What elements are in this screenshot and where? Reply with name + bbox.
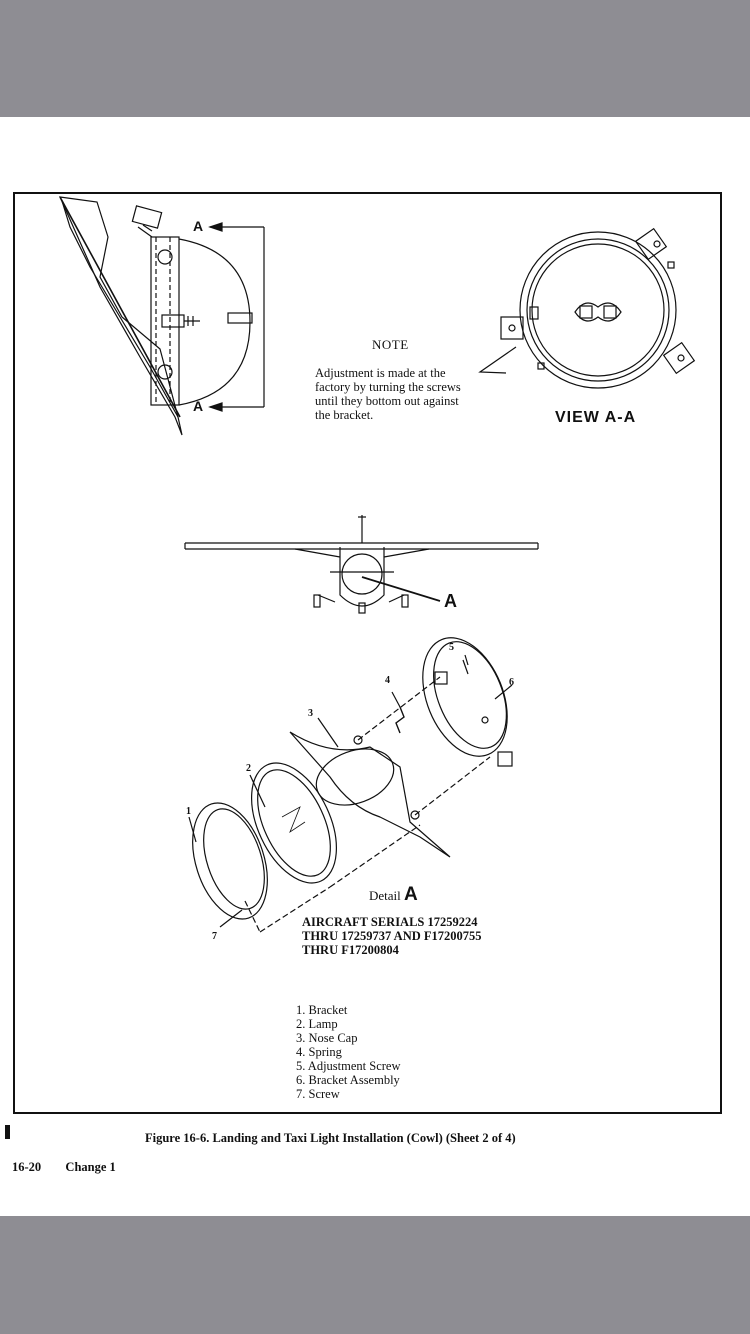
detail-letter: A [404, 884, 418, 905]
change-bar [5, 1125, 10, 1139]
section-view-drawing [59, 196, 253, 436]
legend-item: 2. Lamp [296, 1017, 338, 1031]
item-number-1: 1 [186, 806, 191, 817]
section-arrows [208, 222, 265, 412]
manual-page: A A A 1 2 3 4 5 6 7 NOTE Adjustment is m… [0, 117, 750, 1216]
note-title: NOTE [372, 337, 409, 352]
page-footer: 16-20 Change 1 [12, 1160, 116, 1174]
item-number-7: 7 [212, 931, 217, 942]
serial-line: AIRCRAFT SERIALS 17259224 [302, 915, 478, 929]
serial-line: THRU F17200804 [302, 943, 399, 957]
legend-item: 5. Adjustment Screw [296, 1059, 401, 1073]
detail-a-callout: A [444, 591, 457, 611]
airplane-front-view [184, 515, 539, 614]
legend-item: 3. Nose Cap [296, 1031, 358, 1045]
section-a-bottom-label: A [193, 398, 203, 414]
view-aa-label: VIEW A-A [555, 409, 637, 426]
exploded-detail-drawing [188, 637, 513, 933]
item-number-4: 4 [385, 675, 390, 686]
legend-item: 6. Bracket Assembly [296, 1073, 400, 1087]
note-line: Adjustment is made at the [315, 366, 446, 380]
aircraft-serials: AIRCRAFT SERIALS 17259224 THRU 17259737 … [302, 915, 482, 957]
change-label: Change 1 [65, 1160, 116, 1174]
note-body: Adjustment is made at the factory by tur… [315, 366, 515, 422]
figure-artwork: A A A 1 2 3 4 5 6 7 [59, 196, 696, 942]
item-number-5: 5 [449, 642, 454, 653]
legend-item: 1. Bracket [296, 1003, 348, 1017]
note-line: until they bottom out against [315, 394, 459, 408]
detail-label: Detail A [369, 885, 418, 904]
figure-caption: Figure 16-6. Landing and Taxi Light Inst… [145, 1131, 516, 1145]
legend-item: 4. Spring [296, 1045, 342, 1059]
section-a-top-label: A [193, 218, 203, 234]
parts-legend: 1. Bracket 2. Lamp 3. Nose Cap 4. Spring… [296, 1003, 401, 1101]
item-number-3: 3 [308, 708, 313, 719]
top-gray-bar [0, 0, 750, 117]
page-number: 16-20 [12, 1160, 42, 1174]
item-number-2: 2 [246, 763, 251, 774]
item-number-6: 6 [509, 677, 514, 688]
detail-prefix: Detail [369, 888, 401, 903]
note-line: factory by turning the screws [315, 380, 461, 394]
figure-frame [13, 192, 722, 1114]
serial-line: THRU 17259737 AND F17200755 [302, 929, 482, 943]
bottom-gray-bar [0, 1216, 750, 1334]
view-aa-drawing [478, 227, 696, 389]
legend-item: 7. Screw [296, 1087, 340, 1101]
note-line: the bracket. [315, 408, 374, 422]
